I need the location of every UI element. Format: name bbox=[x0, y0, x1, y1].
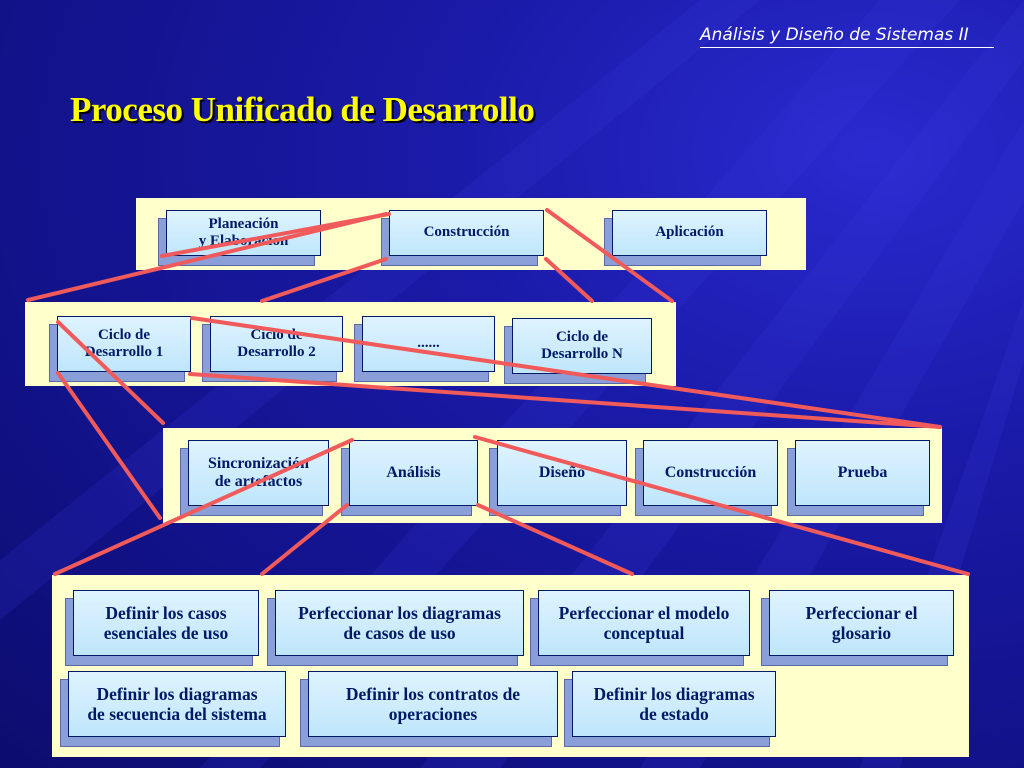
workflow-label: Construcción bbox=[643, 440, 778, 506]
cycle-label: Ciclo de Desarrollo 1 bbox=[57, 316, 191, 372]
activity-box-refine-use-case-diagrams: Perfeccionar los diagramas de casos de u… bbox=[267, 590, 524, 666]
workflow-box-sync: Sincronización de artefactos bbox=[180, 440, 329, 516]
cycle-label: ...... bbox=[362, 316, 495, 372]
activity-label: Definir los contratos de operaciones bbox=[308, 671, 558, 737]
activity-box-refine-glossary: Perfeccionar el glosario bbox=[761, 590, 954, 666]
workflow-box-analysis: Análisis bbox=[341, 440, 478, 516]
phase-label: Planeación y Elaboración bbox=[166, 210, 321, 256]
cycle-box-n: Ciclo de Desarrollo N bbox=[504, 318, 652, 384]
phase-box-planning: Planeación y Elaboración bbox=[158, 210, 321, 266]
phase-label: Construcción bbox=[389, 210, 544, 256]
activity-label: Perfeccionar el modelo conceptual bbox=[538, 590, 750, 656]
cycle-box-ellipsis: ...... bbox=[354, 316, 495, 382]
workflow-label: Prueba bbox=[795, 440, 930, 506]
phase-label: Aplicación bbox=[612, 210, 767, 256]
activity-box-state-diagrams: Definir los diagramas de estado bbox=[564, 671, 776, 747]
activity-label: Definir los diagramas de secuencia del s… bbox=[68, 671, 286, 737]
activity-label: Perfeccionar los diagramas de casos de u… bbox=[275, 590, 524, 656]
activity-box-refine-conceptual-model: Perfeccionar el modelo conceptual bbox=[530, 590, 750, 666]
cycle-box-1: Ciclo de Desarrollo 1 bbox=[49, 316, 191, 382]
workflow-box-design: Diseño bbox=[489, 440, 627, 516]
workflow-label: Diseño bbox=[497, 440, 627, 506]
activity-label: Definir los diagramas de estado bbox=[572, 671, 776, 737]
course-header: Análisis y Diseño de Sistemas II bbox=[700, 25, 994, 48]
workflow-label: Análisis bbox=[349, 440, 478, 506]
cycle-box-2: Ciclo de Desarrollo 2 bbox=[202, 316, 343, 382]
slide-title: Proceso Unificado de Desarrollo bbox=[70, 90, 535, 129]
activity-box-system-sequence-diagrams: Definir los diagramas de secuencia del s… bbox=[60, 671, 286, 747]
workflow-box-testing: Prueba bbox=[787, 440, 930, 516]
phase-box-deployment: Aplicación bbox=[604, 210, 767, 266]
cycle-label: Ciclo de Desarrollo 2 bbox=[210, 316, 343, 372]
workflow-label: Sincronización de artefactos bbox=[188, 440, 329, 506]
workflow-box-construction: Construcción bbox=[635, 440, 778, 516]
activity-label: Perfeccionar el glosario bbox=[769, 590, 954, 656]
activity-box-operation-contracts: Definir los contratos de operaciones bbox=[300, 671, 558, 747]
phase-box-construction: Construcción bbox=[381, 210, 544, 266]
activity-box-essential-use-cases: Definir los casos esenciales de uso bbox=[65, 590, 259, 666]
activity-label: Definir los casos esenciales de uso bbox=[73, 590, 259, 656]
cycle-label: Ciclo de Desarrollo N bbox=[512, 318, 652, 374]
